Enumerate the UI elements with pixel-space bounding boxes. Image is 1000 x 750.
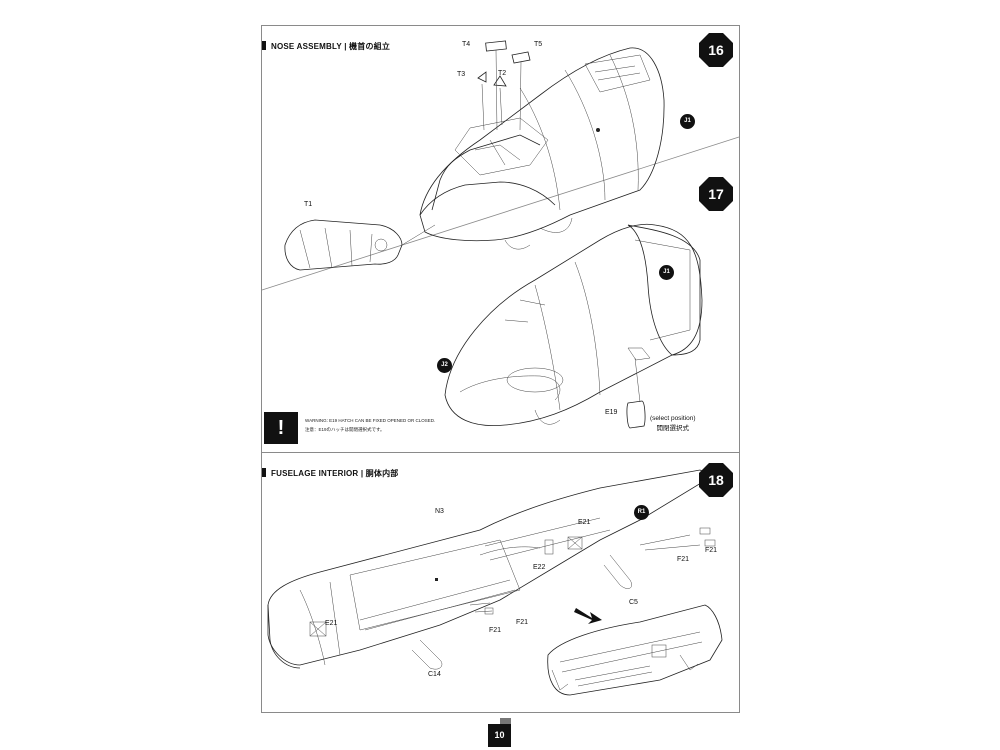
part-label-f21-center: F21 (516, 619, 529, 626)
select-position-jp: 開閉選択式 (656, 425, 690, 432)
fuselage-drawing-step18 (267, 469, 723, 696)
part-label-f21-left: F21 (489, 627, 502, 634)
title-bar-icon (262, 41, 266, 50)
part-label-j1-step17: J1 (659, 265, 674, 280)
part-label-f21-right: F21 (677, 556, 690, 563)
step-16-number: 16 (708, 42, 724, 58)
octagon-icon (699, 177, 733, 211)
part-label-c14: C14 (428, 671, 441, 678)
part-label-f21-right-top: F21 (705, 547, 718, 554)
fuselage-interior-title-text: FUSELAGE INTERIOR | 胴体内部 (271, 469, 399, 478)
title-bar-icon (262, 468, 266, 477)
part-label-t5: T5 (534, 41, 543, 48)
page-number-tab (500, 718, 511, 725)
part-label-e19: E19 (605, 409, 618, 416)
select-position-en: (select position) (650, 415, 696, 422)
part-label-t2: T2 (498, 70, 507, 77)
part-label-t4: T4 (462, 41, 471, 48)
nose-assembly-title-text: NOSE ASSEMBLY | 機首の組立 (271, 42, 391, 51)
instruction-frame (261, 25, 740, 713)
warning-icon: ! (264, 412, 298, 444)
section-divider (262, 452, 739, 453)
select-position-note: (select position) 開閉選択式 (650, 415, 696, 432)
part-label-r1: R1 (634, 505, 649, 520)
nose-drawing-step17 (444, 223, 703, 429)
octagon-icon (699, 33, 733, 67)
octagon-icon (699, 463, 733, 497)
part-label-e21-upper: E21 (578, 519, 591, 526)
part-label-c5: C5 (629, 599, 638, 606)
nose-assembly-title: NOSE ASSEMBLY | 機首の組立 (262, 41, 390, 52)
part-label-t1: T1 (304, 201, 313, 208)
part-label-e21-lower: E21 (325, 620, 338, 627)
part-label-t3: T3 (457, 71, 466, 78)
warning-text-en: WARNING: E19 HATCH CAN BE FIXED OPENED O… (305, 418, 436, 423)
step-17-number: 17 (708, 186, 724, 202)
part-label-e22: E22 (533, 564, 546, 571)
page-number: 10 (488, 724, 511, 747)
part-label-j2: J2 (437, 358, 452, 373)
part-label-j1-step16: J1 (680, 114, 695, 129)
step-18-badge: 18 (698, 462, 734, 498)
step-17-badge: 17 (698, 176, 734, 212)
nose-drawing-step16 (284, 40, 665, 271)
step-16-badge: 16 (698, 32, 734, 68)
fuselage-interior-title: FUSELAGE INTERIOR | 胴体内部 (262, 468, 399, 479)
warning-text-jp: 注意：E19のハッチは開閉選択式です。 (305, 427, 385, 432)
step-18-number: 18 (708, 472, 724, 488)
part-label-n3: N3 (435, 508, 444, 515)
